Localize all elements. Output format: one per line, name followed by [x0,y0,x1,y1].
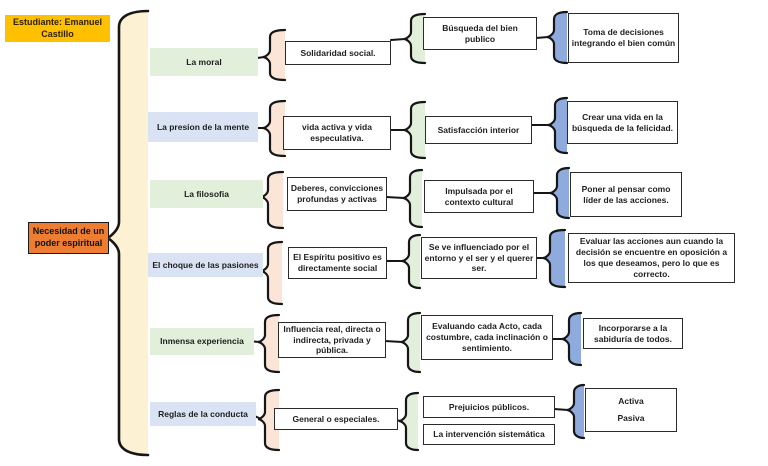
row5-brace-3 [561,311,583,367]
row6-brace-2 [398,391,420,452]
row3-brace-3 [549,166,571,220]
row3-level2-box: Deberes, convicciones profundas y activa… [287,177,387,211]
row2-brace-3 [547,96,569,155]
row5-brace-2 [400,311,422,374]
row4-brace-1 [260,240,284,306]
row4-brace-3 [542,228,567,289]
connector-line-1 [390,38,406,41]
connector-line-17 [553,408,569,411]
row2-level2-box: vida activa y vida especulativa. [283,116,391,150]
category-box-inmensa-experiencia: Inmensa experiencia [150,328,254,355]
row1-level2-box: Solidaridad social. [285,41,391,65]
row6-brace-3 [566,383,586,440]
root-topic-box: Necesidad de un poder espiritual [28,222,109,254]
row1-level4-box: Toma de decisiones integrando el bien co… [568,13,679,63]
row1-brace-1 [262,28,287,82]
row6-level2-box: General o especiales. [274,408,398,430]
row4-level2-box: El Espíritu positivo es directamente soc… [288,247,387,279]
row1-brace-3 [546,10,569,65]
row6-level4-line-activa: Activa [618,396,644,407]
row6-brace-1 [257,388,281,452]
row6-level3-box-intervencion: La intervención sistemática [423,424,555,445]
row2-brace-2 [403,100,427,160]
row1-level3-box: Búsqueda del bien publico [423,17,537,50]
connector-line-2 [535,36,549,39]
row3-level3-box: Impulsada por el contexto cultural [424,180,534,213]
row6-level3-box-prejuicios: Prejuicios públicos. [423,396,555,418]
row3-level4-box: Poner al pensar como líder de las accion… [570,172,682,217]
category-box-el-choque-de-las-pasiones: El choque de las pasiones [148,253,263,277]
row2-level3-box: Satisfacción interior [425,116,532,144]
row3-brace-2 [402,168,424,229]
connector-line-13 [384,340,403,343]
row4-brace-2 [401,233,422,290]
row6-level4-box: Activa Pasiva [585,388,677,432]
row1-brace-2 [403,12,427,65]
row2-level4-box: Crear una vida en la búsqueda de la feli… [567,101,678,144]
row5-brace-1 [257,313,281,374]
row5-level4-box: Incorporarse a la sabiduría de todos. [583,318,683,349]
row4-level4-box: Evaluar las acciones aun cuando la decis… [568,233,735,283]
connector-line-7 [385,196,405,199]
category-box-la-moral: La moral [150,48,258,76]
row5-level3-box: Evaluando cada Acto, cada costumbre, cad… [421,315,553,360]
category-box-la-filosofia: La filosofia [150,180,263,208]
row6-level4-line-pasiva: Pasiva [617,413,645,423]
main-brace [106,9,150,457]
category-box-reglas-de-la-conducta: Reglas de la conducta [150,402,256,426]
student-name-box: Estudiante: Emanuel Castillo [5,15,110,42]
row4-level3-box: Se ve influenciado por el entorno y el s… [421,237,537,279]
category-box-la-presion-de-la-mente: La presion de la mente [148,112,258,142]
row2-brace-1 [262,99,287,158]
row3-brace-1 [260,170,285,230]
row5-level2-box: Influencia real, directa o indirecta, pr… [278,322,386,358]
